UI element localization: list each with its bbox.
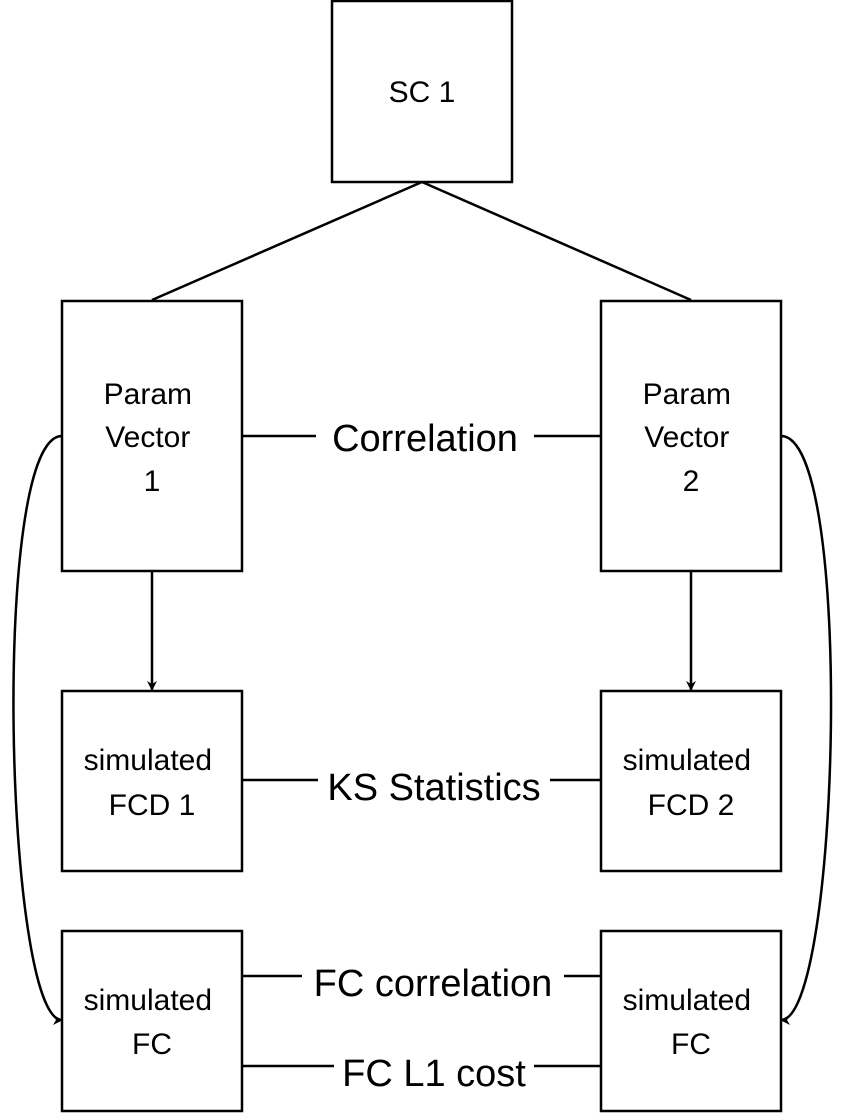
label-ks-text: KS Statistics	[327, 767, 540, 809]
edge-sc1-param2	[421, 180, 692, 302]
node-param2-line-2: Vector	[644, 421, 729, 454]
node-simulated-fc-1: simulated FC	[60, 929, 244, 1113]
node-simulated-fc-2: simulated FC	[599, 929, 783, 1113]
node-param1-line-2: Vector	[105, 421, 190, 454]
node-sc1-label: SC 1	[389, 76, 456, 109]
node-param-vector-1: Param Vector 1	[60, 299, 244, 573]
label-fc-l1: FC L1 cost	[334, 1048, 534, 1095]
node-fc1-line-2: FC	[132, 1028, 172, 1061]
node-param1-line-3: 1	[144, 465, 161, 498]
node-sc1: SC 1	[330, 0, 514, 184]
node-sc1-line-1: SC 1	[389, 76, 456, 109]
node-fc1-label: simulated FC	[84, 984, 221, 1061]
node-simulated-fcd-2: simulated FCD 2	[599, 689, 783, 873]
node-param-vector-2: Param Vector 2	[599, 299, 783, 573]
label-fc-corr-text: FC correlation	[314, 963, 553, 1005]
node-simulated-fcd-1: simulated FCD 1	[60, 689, 244, 873]
node-param2-line-1: Param	[643, 378, 731, 411]
node-fc2-line-2: FC	[671, 1028, 711, 1061]
label-fc-l1-text: FC L1 cost	[342, 1053, 526, 1095]
node-param-vector-1-label: Param Vector 1	[104, 378, 201, 498]
node-fcd1-label: simulated FCD 1	[84, 744, 221, 822]
label-correlation-text: Correlation	[332, 418, 518, 460]
node-fc2-label: simulated FC	[623, 984, 760, 1061]
label-fc-corr: FC correlation	[302, 958, 564, 1005]
node-fcd2-line-2: FCD 2	[648, 789, 735, 822]
node-param1-line-1: Param	[104, 378, 192, 411]
label-correlation: Correlation	[316, 414, 534, 460]
edge-sc1-param1	[151, 180, 423, 302]
node-fc1-line-1: simulated	[84, 984, 212, 1017]
node-fc2-line-1: simulated	[623, 984, 751, 1017]
node-fcd2-label: simulated FCD 2	[623, 744, 760, 822]
curve-param1-fc1	[12, 434, 63, 1025]
node-fcd2-line-1: simulated	[623, 744, 751, 777]
node-fcd1-line-1: simulated	[84, 744, 212, 777]
node-param-vector-2-label: Param Vector 2	[643, 378, 740, 498]
label-ks: KS Statistics	[318, 760, 550, 809]
curve-param2-fc2	[780, 434, 833, 1025]
node-param2-line-3: 2	[683, 465, 700, 498]
node-fcd1-line-2: FCD 1	[109, 789, 196, 822]
